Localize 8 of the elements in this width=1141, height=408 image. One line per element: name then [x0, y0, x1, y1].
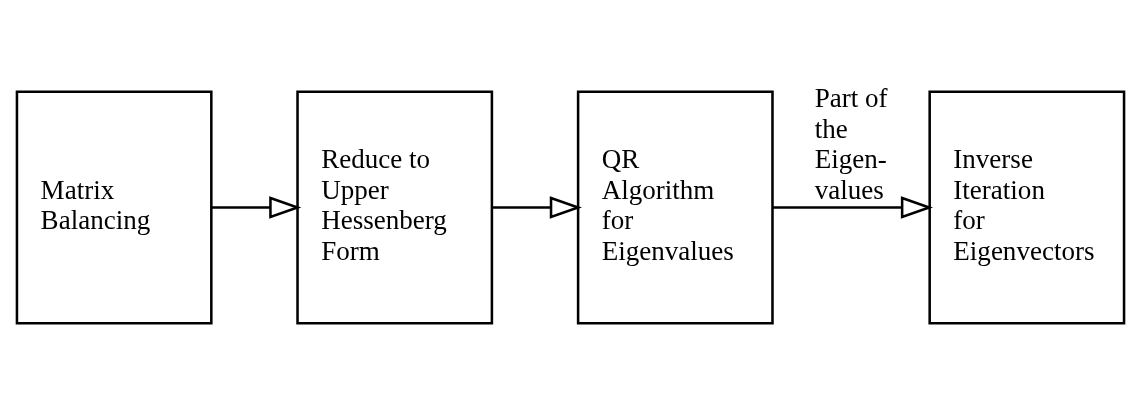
edge-label: Part of the Eigen- values [814, 82, 888, 205]
node-box: Reduce to Upper Hessenberg Form [296, 89, 494, 324]
node-box: QR Algorithm for Eigenvalues [576, 89, 774, 324]
arrow [492, 195, 582, 219]
arrow [212, 195, 302, 219]
arrow [772, 195, 934, 219]
node-box: Matrix Balancing [15, 89, 213, 324]
node-box: Inverse Iteration for Eigenvectors [928, 89, 1126, 324]
